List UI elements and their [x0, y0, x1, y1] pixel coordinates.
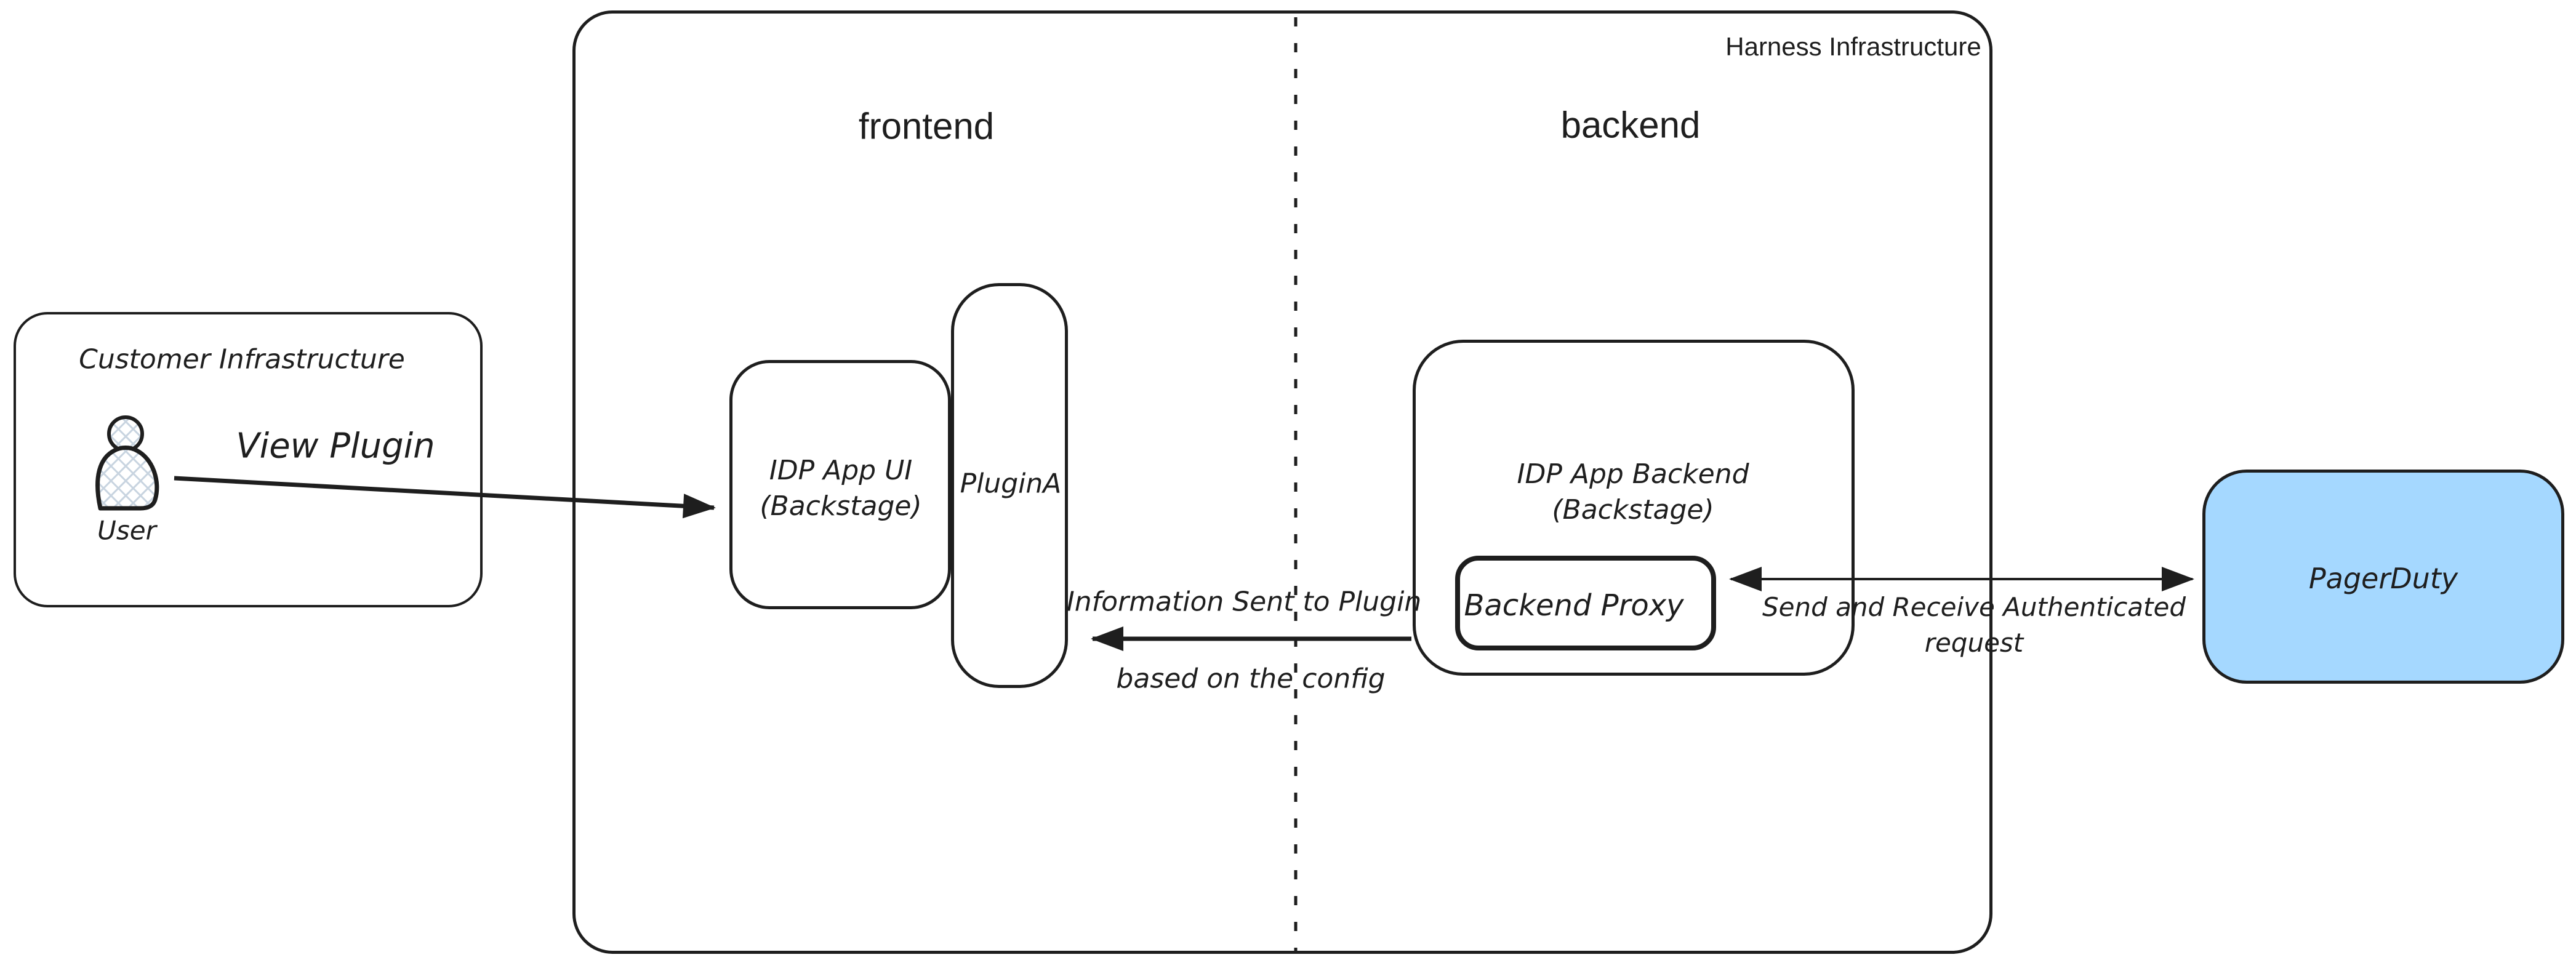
idp-app-backend-label-line2: (Backstage) [1552, 494, 1714, 526]
plugin-a-box [951, 283, 1068, 688]
customer-infrastructure-box [14, 312, 483, 607]
idp-app-ui-box [729, 360, 951, 609]
authenticated-request-label-line1: Send and Receive Authenticated [1762, 592, 2186, 623]
view-plugin-arrow-label: View Plugin [236, 426, 435, 466]
idp-app-backend-label-line1: IDP App Backend [1517, 458, 1749, 490]
info-sent-arrow-label-line1: Information Sent to Plugin [1066, 586, 1422, 618]
frontend-section-label: frontend [858, 105, 995, 147]
authenticated-request-arrow-label: Send and Receive Authenticated request [1762, 590, 2186, 661]
authenticated-request-label-line2: request [1924, 628, 2024, 658]
idp-app-ui-label-line1: IDP App UI [769, 454, 913, 486]
pagerduty-box [2202, 470, 2564, 684]
backend-proxy-box [1455, 556, 1716, 650]
idp-app-ui-label-line2: (Backstage) [760, 490, 922, 522]
backend-proxy-label: Backend Proxy [1464, 588, 1684, 623]
backend-section-label: backend [1560, 104, 1701, 146]
pagerduty-label: PagerDuty [2308, 562, 2458, 595]
user-label: User [97, 515, 156, 546]
harness-infrastructure-title: Harness Infrastructure [1725, 32, 1981, 61]
info-sent-arrow-label-line2: based on the config [1116, 663, 1386, 695]
customer-infrastructure-title: Customer Infrastructure [79, 343, 405, 375]
plugin-a-label: PluginA [960, 468, 1062, 500]
idp-app-backend-label: IDP App Backend (Backstage) [1517, 457, 1749, 528]
idp-app-ui-label: IDP App UI (Backstage) [760, 453, 921, 524]
